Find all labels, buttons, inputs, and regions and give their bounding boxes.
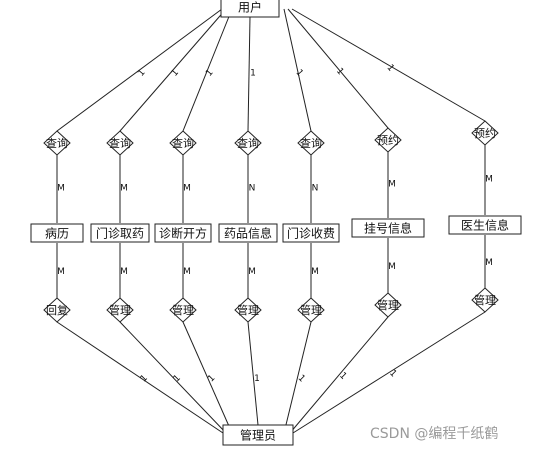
user-link-6 [291,8,486,122]
top-rel-0-diamond [43,130,71,156]
card-bottom-0: 1 [139,373,150,384]
entity-drug-info-box [218,223,278,243]
top-rel-2-diamond [169,130,197,156]
bottom-rel-2-diamond [169,297,197,323]
bottom-rel-2-label: 管理 [172,303,194,317]
card-top-0: 1 [136,68,147,79]
top-rel-5-label: 预约 [377,134,399,147]
admin-link-6 [292,311,486,434]
card-bottom-2: 1 [206,373,217,384]
entity-medical-record-label: 病历 [45,226,69,241]
card-bottom-5: 1 [337,371,348,382]
card-lower-5: M [388,262,396,272]
top-rel-4-diamond [297,130,325,156]
entity-outpatient-pharmacy-box [90,223,150,243]
admin-link-1 [119,321,227,434]
bottom-rel-6-diamond [471,287,499,313]
card-top-3: 1 [250,69,256,79]
card-top-5: 1 [334,66,345,77]
card-lower-2: M [183,267,191,277]
card-upper-2: M [183,184,191,194]
entity-doctor-info-box [448,215,522,235]
bottom-rel-4-label: 管理 [300,303,322,317]
card-bottom-3: 1 [254,374,260,384]
bottom-rel-0-diamond [43,297,71,323]
top-rel-6-label: 预约 [474,127,496,140]
card-lower-3: M [248,267,256,277]
card-top-4: 1 [293,68,304,79]
bottom-rel-6-label: 管理 [474,293,496,307]
top-rel-5-diamond [374,127,402,153]
card-bottom-4: 1 [296,373,307,384]
entity-diagnosis-prescription-box [154,223,212,243]
entity-medical-record-box [30,223,84,243]
bottom-rel-5-label: 管理 [377,298,399,312]
card-lower-1: M [120,267,128,277]
bottom-rel-3-label: 管理 [237,303,259,317]
card-bottom-6: 1 [387,368,398,379]
entity-outpatient-pharmacy-label: 门诊取药 [96,226,144,241]
card-upper-3: N [249,184,256,194]
card-top-2: 1 [204,68,215,79]
user-link-5 [287,8,389,129]
top-rel-6-diamond [471,120,499,146]
entity-registration-info-box [351,218,425,238]
user-entity-box [220,0,280,18]
admin-entity-label: 管理员 [240,428,276,443]
top-rel-4-label: 查询 [300,136,322,150]
top-rel-3-label: 查询 [237,136,259,150]
card-top-6: 1 [384,63,395,74]
card-top-1: 1 [170,68,181,79]
top-rel-0-label: 查询 [46,136,68,150]
top-rel-1-diamond [106,130,134,156]
card-lower-4: M [311,267,319,277]
top-rel-3-diamond [234,130,262,156]
user-link-1 [119,8,227,132]
entity-drug-info-label: 药品信息 [224,226,272,241]
user-link-2 [182,8,233,132]
entity-registration-info-label: 挂号信息 [364,221,412,236]
watermark: CSDN @编程千纸鹤 [370,426,498,442]
user-link-3 [247,16,251,132]
user-link-4 [283,8,312,132]
bottom-rel-1-label: 管理 [109,303,131,317]
admin-link-5 [289,316,389,434]
user-link-0 [56,8,223,132]
card-upper-1: M [120,184,128,194]
card-upper-5: M [388,180,396,190]
user-entity-label: 用户 [238,0,262,15]
admin-link-0 [56,321,224,434]
card-bottom-1: 1 [172,373,183,384]
bottom-rel-5-diamond [374,292,402,318]
admin-link-2 [182,321,233,434]
admin-link-4 [283,321,312,434]
bottom-rel-0-label: 回复 [46,303,68,317]
entity-outpatient-fee-label: 门诊收费 [287,226,335,241]
card-upper-4: N [312,184,319,194]
card-upper-6: M [485,175,493,185]
top-rel-2-label: 查询 [172,136,194,150]
admin-link-3 [247,321,259,426]
entity-doctor-info-label: 医生信息 [461,218,509,233]
card-lower-6: M [485,258,493,268]
bottom-rel-3-diamond [234,297,262,323]
bottom-rel-4-diamond [297,297,325,323]
card-upper-0: M [57,184,65,194]
bottom-rel-1-diamond [106,297,134,323]
admin-entity-box [222,424,294,446]
entity-outpatient-fee-box [282,223,340,243]
card-lower-0: M [57,267,65,277]
entity-diagnosis-prescription-label: 诊断开方 [159,226,207,241]
top-rel-1-label: 查询 [109,136,131,150]
